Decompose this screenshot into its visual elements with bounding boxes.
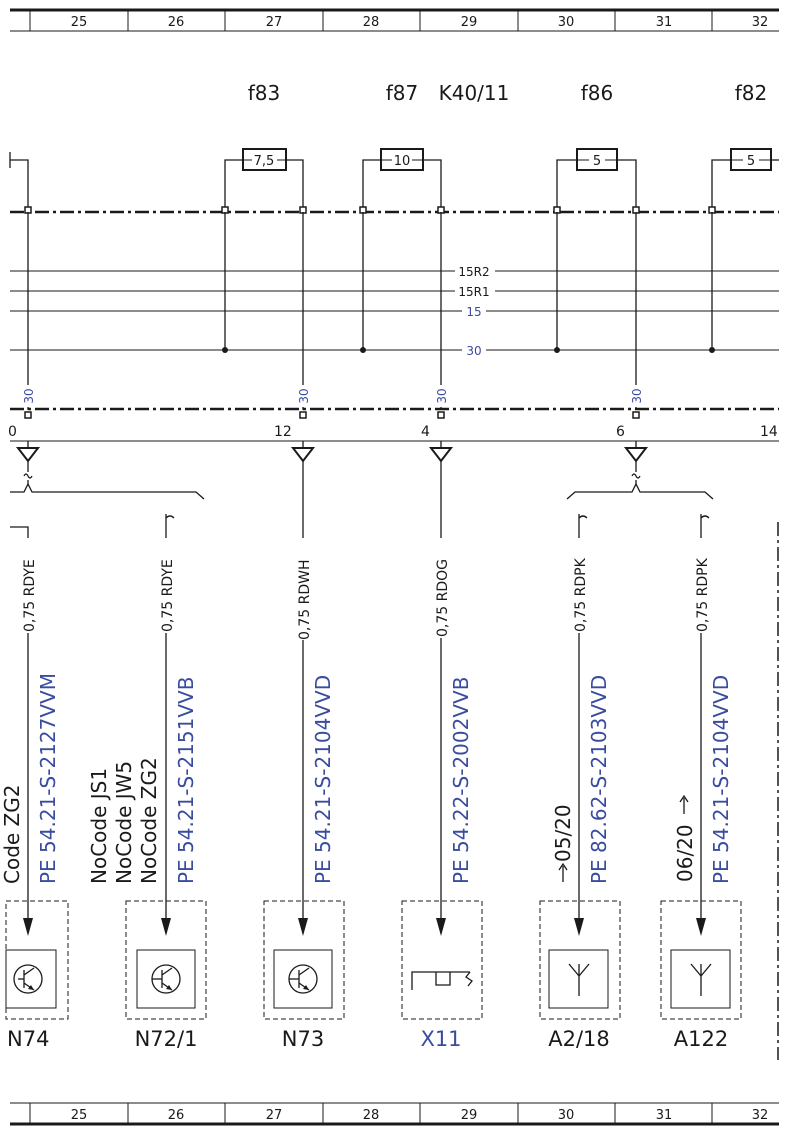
part-reference: PE 54.21-S-2127VVM xyxy=(36,673,60,884)
part-reference: PE 82.62-S-2103VVD xyxy=(587,675,611,884)
part-reference: PE 54.21-S-2104VVD xyxy=(709,675,733,884)
terminal-labels: 30 30 30 30 xyxy=(22,385,644,407)
fuse-label-f82: f82 xyxy=(735,81,768,105)
fuse-f86: 5 xyxy=(556,148,637,210)
antenna-icon xyxy=(568,963,590,996)
fuse-f83: 7,5 xyxy=(224,148,304,210)
column-label: 32 xyxy=(752,15,769,30)
column-label: 28 xyxy=(363,15,380,30)
busbar-30: 30 xyxy=(10,343,779,358)
busbar-label: 30 xyxy=(466,344,481,358)
relay-label: K40/11 xyxy=(439,81,510,105)
page-reference: 05/20 xyxy=(551,804,575,862)
column-label: 27 xyxy=(266,1108,283,1123)
fuse-label-f83: f83 xyxy=(248,81,281,105)
component-N73 xyxy=(263,900,345,1020)
terminal-label: 30 xyxy=(22,388,36,403)
wire-specs: 0,75 RDYE 0,75 RDYE 0,75 RDWH 0,75 RDOG … xyxy=(21,538,711,640)
terminal-label: 30 xyxy=(435,388,449,403)
column-label: 25 xyxy=(71,1108,88,1123)
wire-spec: 0,75 RDPK xyxy=(695,557,711,632)
column-label: 29 xyxy=(461,15,478,30)
column-label: 30 xyxy=(558,1108,575,1123)
fuse-f82: 5 xyxy=(711,148,779,210)
top-column-ruler: 25 26 27 28 29 30 31 32 xyxy=(10,8,779,32)
wire-arrows xyxy=(23,918,706,936)
page-reference: 06/20 xyxy=(673,824,697,882)
component-label: A122 xyxy=(674,1027,728,1051)
column-label: 26 xyxy=(168,15,185,30)
fuse-rating: 10 xyxy=(394,154,411,169)
column-label: 25 xyxy=(71,15,88,30)
component-A2-18 xyxy=(539,900,621,1020)
column-label: 32 xyxy=(752,1108,769,1123)
junction-dots xyxy=(222,347,715,353)
component-N72-1 xyxy=(125,900,207,1020)
nocode-label: NoCode JS1 xyxy=(87,768,111,884)
column-label: 31 xyxy=(656,1108,673,1123)
component-N74 xyxy=(5,900,69,1020)
nocode-label: NoCode ZG2 xyxy=(137,757,161,884)
busbar-label: 15R2 xyxy=(458,265,489,279)
part-reference: PE 54.22-S-2002VVB xyxy=(449,677,473,884)
fuse-f87: 10 xyxy=(362,148,442,210)
wire-spec: 0,75 RDOG xyxy=(435,559,451,637)
column-label: 28 xyxy=(363,1108,380,1123)
wire-spec: 0,75 RDYE xyxy=(22,559,38,632)
busbar-label: 15R1 xyxy=(458,285,489,299)
component-label: A2/18 xyxy=(548,1027,610,1051)
fuse-label-f87: f87 xyxy=(386,81,419,105)
fuse-label-f86: f86 xyxy=(581,81,614,105)
column-label: 30 xyxy=(558,15,575,30)
part-reference: PE 54.21-S-2151VVB xyxy=(174,677,198,884)
bottom-column-ruler: 25 26 27 28 29 30 31 32 xyxy=(10,1102,779,1126)
pin-number: 6 xyxy=(616,424,625,440)
connector-pins-bottom xyxy=(24,411,640,419)
column-label: 31 xyxy=(656,15,673,30)
nocode-label: NoCode JW5 xyxy=(112,761,136,884)
pin-number: 0 xyxy=(8,424,17,440)
column-label: 26 xyxy=(168,1108,185,1123)
component-label: N73 xyxy=(282,1027,324,1051)
part-references: PE 54.21-S-2127VVM PE 54.21-S-2151VVB PE… xyxy=(36,673,733,884)
component-label: N72/1 xyxy=(135,1027,198,1051)
internal-wiring xyxy=(27,212,713,410)
pin-number: 4 xyxy=(421,424,430,440)
fuse-rating: 5 xyxy=(593,154,601,169)
terminal-label: 30 xyxy=(630,388,644,403)
pin-number: 14 xyxy=(760,424,778,440)
fuse-rating: 7,5 xyxy=(254,154,275,169)
fuse-rating: 5 xyxy=(747,154,755,169)
component-label: X11 xyxy=(420,1027,461,1051)
terminal-label: 30 xyxy=(297,388,311,403)
column-label: 27 xyxy=(266,15,283,30)
component-A122 xyxy=(660,900,742,1020)
wire-spec: 0,75 RDPK xyxy=(573,557,589,632)
busbar-15R2: 15R2 xyxy=(10,264,779,279)
pin-number: 12 xyxy=(274,424,292,440)
column-label: 29 xyxy=(461,1108,478,1123)
antenna-icon xyxy=(690,963,712,996)
wire-spec: 0,75 RDWH xyxy=(297,560,313,641)
busbar-15: 15 xyxy=(10,304,779,319)
busbar-label: 15 xyxy=(466,305,481,319)
component-X11 xyxy=(401,900,483,1020)
wire-spec: 0,75 RDYE xyxy=(160,559,176,632)
part-reference: PE 54.21-S-2104VVD xyxy=(311,675,335,884)
code-label: Code ZG2 xyxy=(0,785,24,884)
busbar-15R1: 15R1 xyxy=(10,284,779,299)
component-label: N74 xyxy=(7,1027,49,1051)
connector-triangles xyxy=(15,447,649,463)
